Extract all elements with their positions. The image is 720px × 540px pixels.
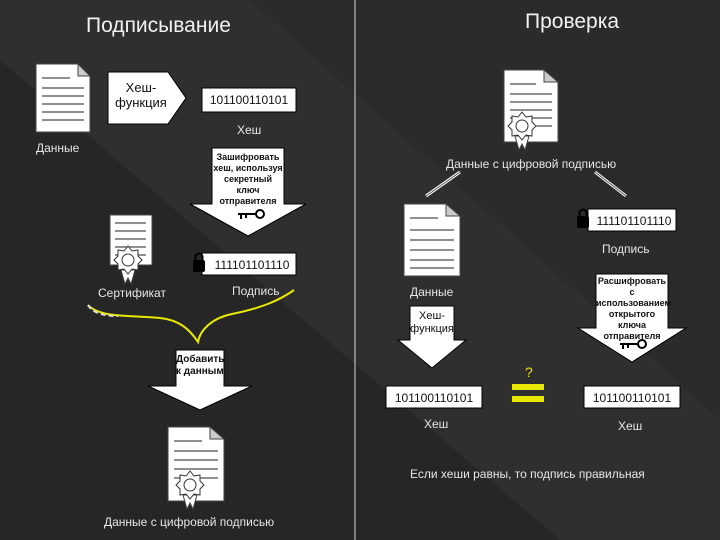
document-icon: [35, 62, 92, 133]
hash-function-arrow: [107, 71, 187, 125]
decrypt-step-label: Расшифровать с использованием открытого …: [596, 276, 672, 341]
certificate-label: Сертификат: [98, 286, 166, 300]
key-icon: [620, 339, 647, 349]
hash-function-label: Хеш- функция: [115, 80, 167, 110]
signature-value: 111101101110: [596, 214, 672, 228]
computed-hash-box: [385, 385, 483, 409]
certificate-chain-dashes: [87, 304, 119, 317]
decrypted-hash-value: 101100110101: [592, 391, 672, 405]
signed-data-label: Данные с цифровой подписью: [446, 157, 617, 171]
encrypt-step-label: Зашифровать хеш, используя секретный клю…: [213, 152, 283, 206]
signing-title: Подписывание: [86, 14, 231, 37]
split-arrow-left: [425, 170, 461, 198]
seal-icon: [113, 245, 143, 286]
hash-function-arrow: [396, 305, 468, 369]
background-lower-shade: [0, 60, 560, 540]
hash-function-label: Хеш- функция: [410, 310, 454, 335]
signed-data-label: Данные с цифровой подписью: [104, 515, 275, 529]
signature-value: 111101101110: [214, 258, 290, 272]
seal-icon: [507, 111, 537, 152]
question-mark: ?: [525, 364, 533, 380]
signature-label: Подпись: [232, 284, 280, 298]
hash-value: 101100110101: [209, 93, 289, 107]
append-step-label: Добавить к данным: [176, 354, 225, 377]
hash-value-box: [201, 87, 297, 113]
append-step-arrow: [147, 349, 253, 411]
equals-sign-top: [512, 384, 544, 390]
data-label: Данные: [410, 285, 454, 299]
equals-sign-bottom: [512, 396, 544, 402]
encrypt-step-arrow: [189, 147, 307, 237]
decrypt-step-arrow: [576, 273, 688, 363]
conclusion-text: Если хеши равны, то подпись правильная: [410, 467, 645, 481]
seal-icon: [175, 470, 205, 511]
lock-icon: [193, 252, 205, 272]
verification-title: Проверка: [525, 10, 620, 33]
data-label: Данные: [36, 141, 80, 155]
signature-label: Подпись: [602, 242, 650, 256]
document-icon: [403, 202, 462, 277]
merge-bracket: [87, 289, 295, 345]
hash-label: Хеш: [237, 123, 262, 137]
lock-icon: [577, 208, 589, 228]
decrypted-hash-label: Хеш: [618, 419, 643, 433]
decrypted-hash-box: [583, 385, 681, 409]
computed-hash-label: Хеш: [424, 417, 449, 431]
computed-hash-value: 101100110101: [394, 391, 474, 405]
key-icon: [238, 209, 265, 219]
split-arrow-right: [594, 170, 627, 198]
